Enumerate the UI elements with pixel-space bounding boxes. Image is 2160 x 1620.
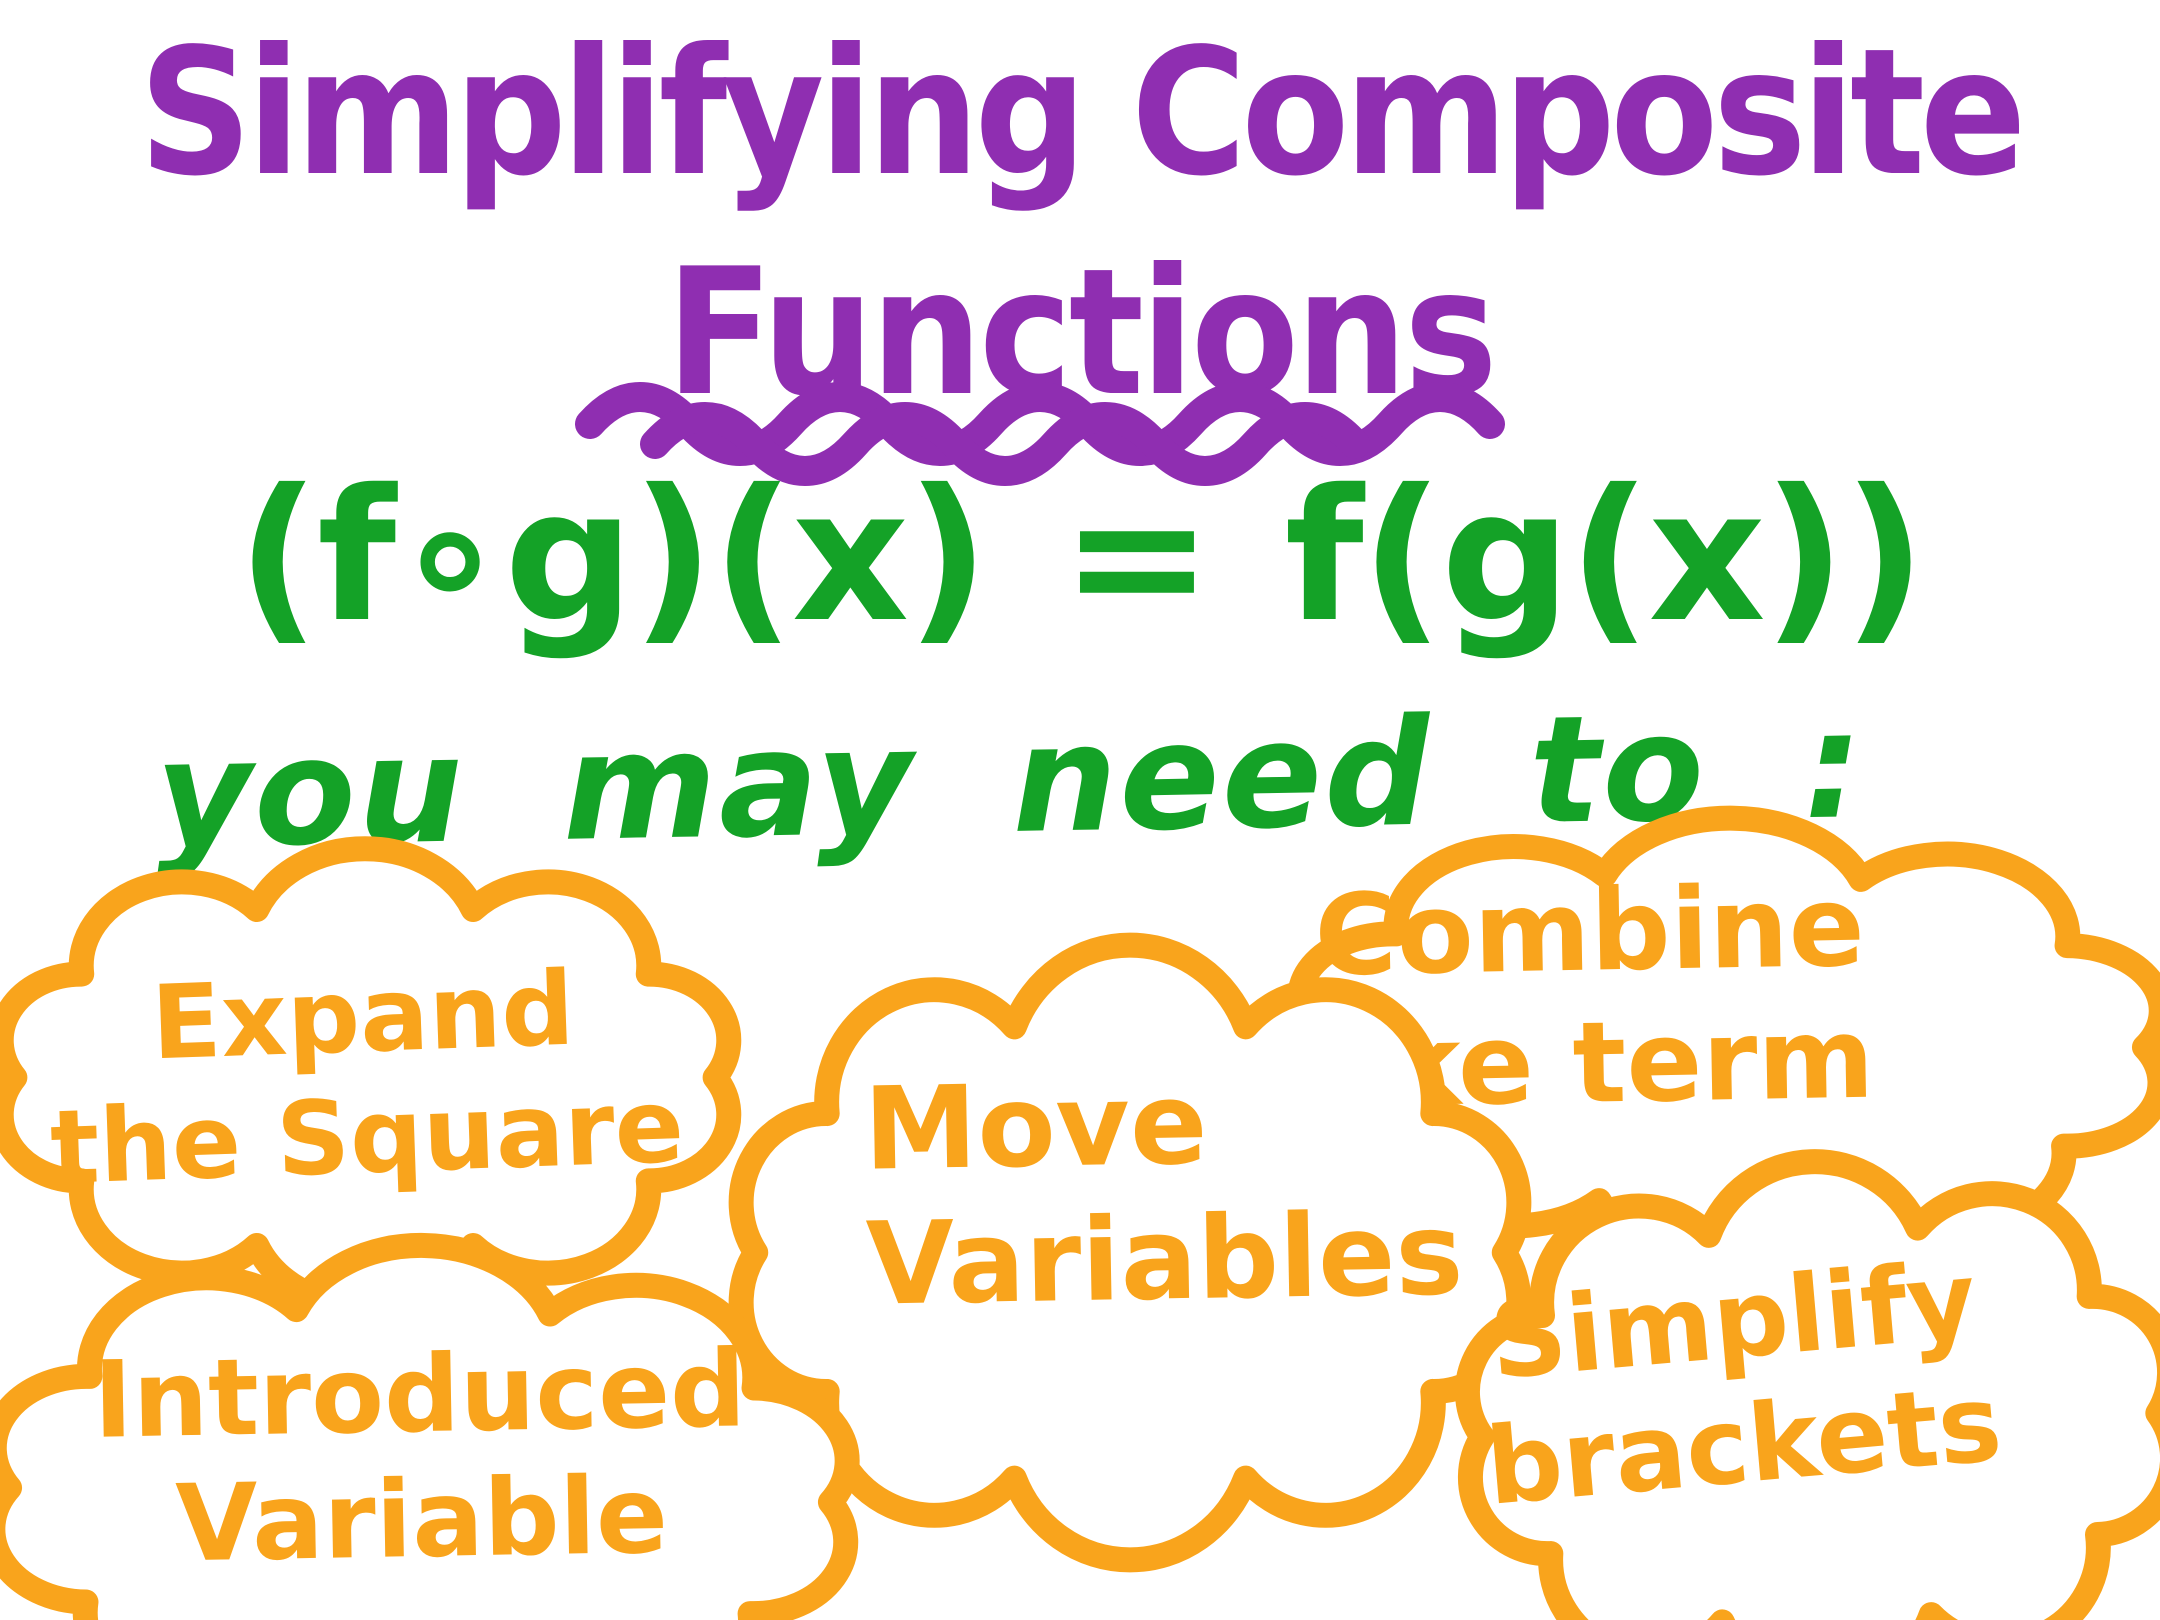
page-title-line-1: Simplifying Composite [138,12,2027,215]
cloud-label-line: Variable [174,1453,669,1586]
cloud-label-line: Introduced [92,1327,747,1462]
cloud-label: Introduced Variable [0,1178,935,1620]
cloud-label-line: Move [862,1056,1209,1196]
cloud-introduced-variable: Introduced Variable [0,1216,935,1620]
cloud-label: Simplify brackets [1295,1062,2160,1620]
wavy-underline [575,382,1505,486]
cloud-label-line: Expand [149,949,577,1084]
composite-function-formula: (f∘g)(x) = f(g(x)) [236,450,1926,662]
cloud-simplify-brackets: Simplify brackets [1390,1126,2160,1620]
